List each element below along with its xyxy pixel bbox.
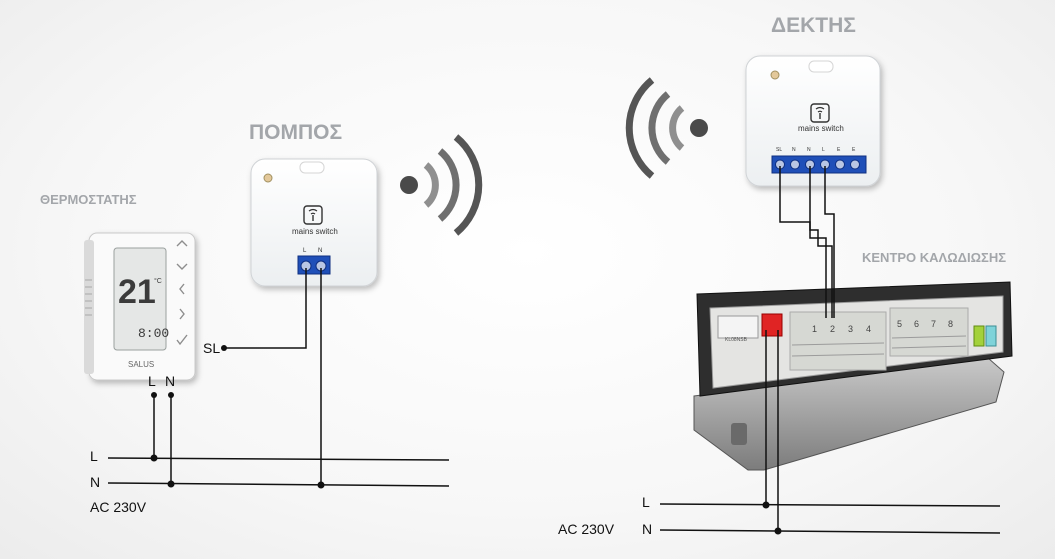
wire-junctions (150, 345, 782, 535)
thermostat-time: 8:00 (138, 326, 169, 341)
left-supply-voltage: AC 230V (90, 499, 147, 515)
zone-label-3: 3 (848, 324, 853, 334)
left-supply-L-label: L (90, 448, 98, 464)
wiring-center-red-terminal (761, 313, 783, 337)
thermostat-brand: SALUS (128, 360, 154, 369)
receiver-device-label: mains switch (798, 124, 844, 133)
thermostat-unit: °C (154, 277, 162, 285)
zone-label-2: 2 (830, 324, 835, 334)
wifi-waves-icon (625, 77, 708, 179)
thermostat-output-SL: SL (203, 340, 221, 356)
receiver-terminal-SL: SL (776, 147, 782, 153)
thermostat-terminal-N: N (165, 373, 176, 389)
receiver-terminal-N1: N (792, 147, 796, 153)
transmitter-title: ΠΟΜΠΟΣ (249, 121, 343, 144)
receiver-terminal-E2: E (852, 147, 856, 153)
right-supply-N-label: N (642, 521, 653, 537)
left-supply-N-label: N (90, 474, 101, 490)
right-supply-L-wire (659, 503, 1001, 507)
right-supply-voltage: AC 230V (558, 521, 615, 537)
SL-wire (224, 268, 307, 349)
left-supply-L-wire (107, 457, 450, 461)
zone-label-5: 5 (897, 319, 902, 329)
wiring-center-device (693, 281, 1013, 471)
device-logo-icon (303, 205, 323, 225)
wiring-center-model: KL08NSB (725, 337, 748, 343)
thermostat-temp: 21 (118, 273, 156, 311)
receiver-N-wire (809, 166, 833, 318)
zone-label-8: 8 (948, 319, 953, 329)
receiver-terminal-N2: N (807, 147, 811, 153)
receiver-terminal-L: L (822, 147, 825, 153)
receiver-L-wire (824, 166, 835, 318)
receiver-title: ΔΕΚΤΗΣ (771, 14, 856, 37)
receiver-terminal-E1: E (837, 147, 841, 153)
wifi-waves-icon (400, 134, 483, 236)
thermostat-vents (85, 279, 92, 316)
transmitter-terminal-N: N (318, 248, 322, 254)
wiring-center-title: ΚΕΝΤΡΟ ΚΑΛΩΔΙΩΣΗΣ (862, 250, 1007, 265)
thermostat-buttons (176, 240, 188, 346)
wires (107, 166, 1001, 534)
receiver-device (745, 55, 881, 187)
device-logo-icon (810, 103, 830, 123)
left-supply-N-wire (107, 482, 450, 487)
transmitter-terminal-L: L (303, 248, 307, 254)
zone-label-7: 7 (931, 319, 936, 329)
zone-label-4: 4 (866, 324, 871, 334)
thermostat-title: ΘΕΡΜΟΣΤΑΤΗΣ (40, 192, 137, 207)
zone-label-6: 6 (914, 319, 919, 329)
right-supply-L-label: L (642, 494, 650, 510)
right-supply-N-wire (659, 529, 1001, 534)
thermostat-device (84, 232, 196, 381)
transmitter-device (250, 158, 378, 287)
transmitter-device-label: mains switch (292, 227, 338, 236)
zone-label-1: 1 (812, 324, 817, 334)
thermostat-terminal-L: L (148, 373, 156, 389)
